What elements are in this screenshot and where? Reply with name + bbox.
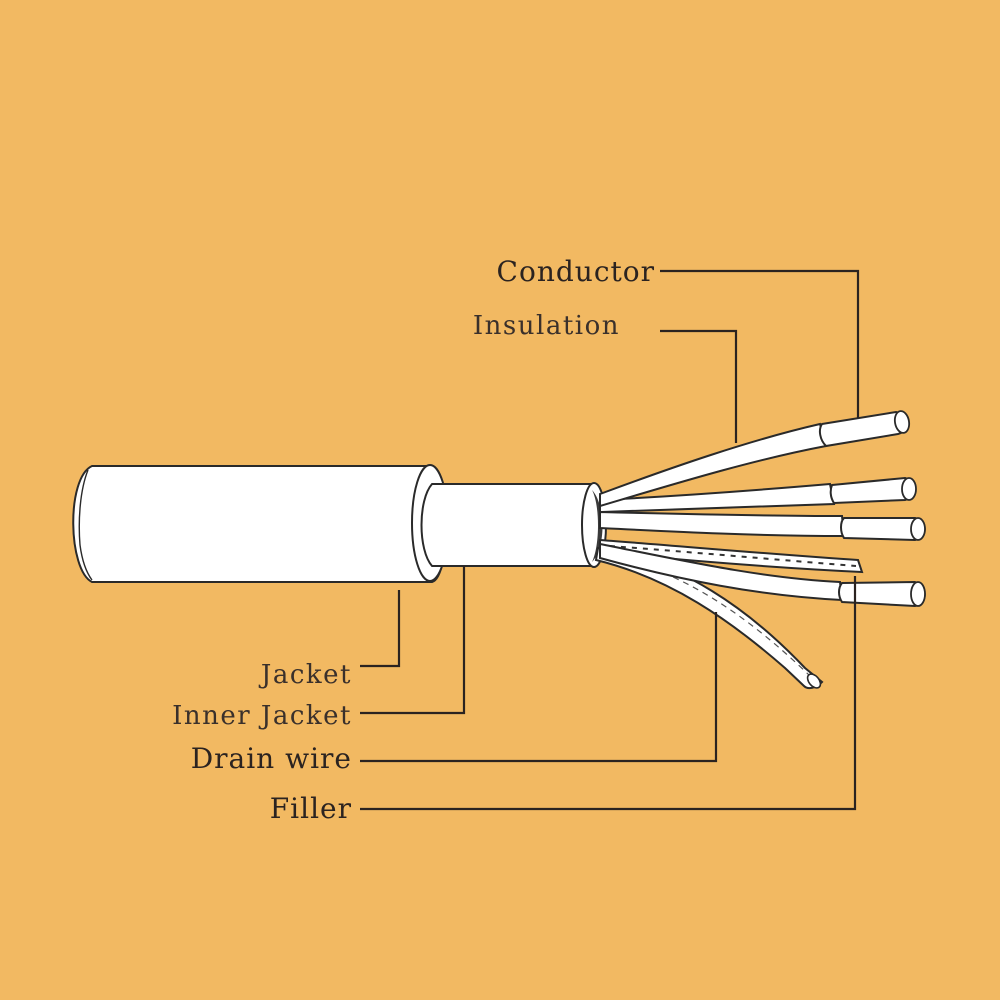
wire-3 [599,510,926,542]
leader-conductor [660,269,860,418]
label-insulation: Insulation [473,311,620,341]
label-conductor: Conductor [497,255,655,288]
label-jacket: Jacket [258,660,352,690]
label-filler: Filler [270,792,352,825]
inner-jacket [420,482,607,568]
leader-jacket [360,590,401,668]
label-drain-wire: Drain wire [191,742,352,775]
wire-2 [599,476,917,514]
label-inner-jacket: Inner Jacket [172,701,352,731]
leader-drain-wire [360,612,718,763]
outer-jacket [72,464,449,583]
wire-1 [599,410,911,508]
leader-insulation [660,329,738,443]
leader-filler [360,576,857,811]
wire-4 [599,542,926,608]
leader-inner-jacket [360,566,466,715]
